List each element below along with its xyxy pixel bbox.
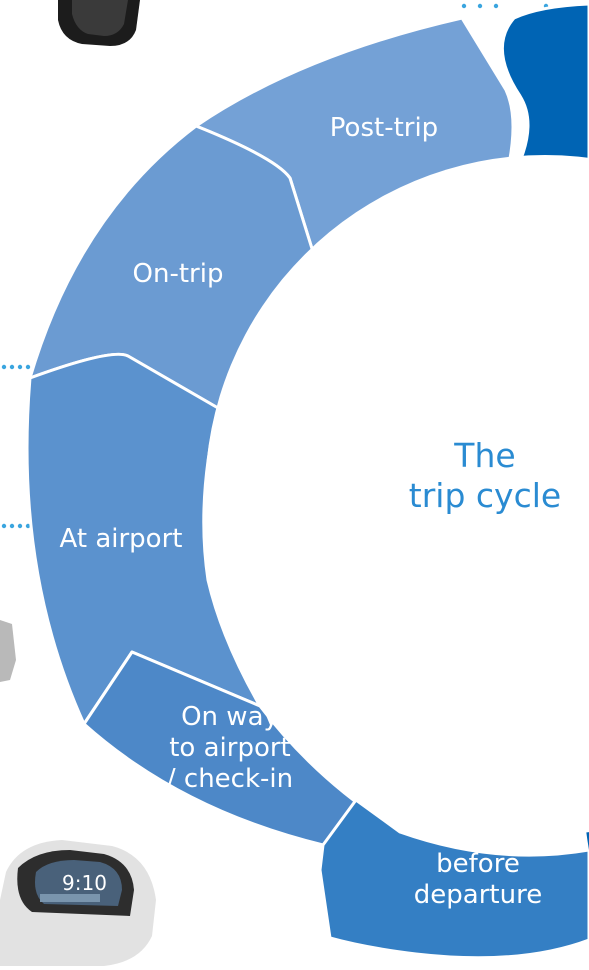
connector-dot [477,3,483,9]
segment-label-on-trip: On-trip [132,259,224,289]
svg-text:9:10: 9:10 [62,871,107,895]
segment-at-airport [25,352,262,726]
device-photo-fragment [0,620,16,682]
connector-dot [25,364,31,370]
phone-photo-fragment [58,0,140,46]
center-title-line-2: trip cycle [408,476,562,515]
segment-label-on-way-to-airport: On way to airport / check-in [166,702,294,794]
center-title: The trip cycle [380,436,589,516]
connector-dot [493,3,499,9]
connector-dot [1,364,7,370]
center-circle [205,155,589,835]
segment-label-post-trip: Post-trip [329,113,439,143]
connector-dot [1,523,7,529]
segment-label-48-24h-before-departure: 48-24h before departure [413,818,543,910]
connector-dots [1,3,549,529]
segment-label-at-airport: At airport [59,524,183,554]
ring-segments [25,16,589,960]
connector-dot [25,523,31,529]
segment-before-departure [318,798,589,960]
connector-dot [17,364,23,370]
connector-dot [461,3,467,9]
smartwatch-photo: 9:10 [0,840,156,966]
center-title-line-1: The [454,436,516,475]
connector-dot [9,364,15,370]
connector-dot [17,523,23,529]
connector-dot [9,523,15,529]
